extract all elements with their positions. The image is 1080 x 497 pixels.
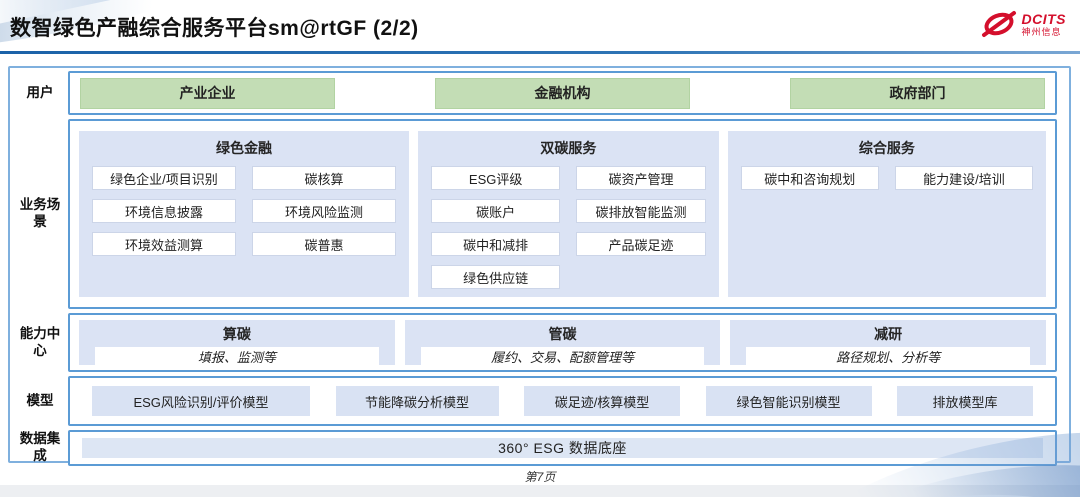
scenario-item: 碳资产管理 [576,166,706,190]
panel-title: 综合服务 [858,140,915,156]
scenario-item: 碳核算 [251,166,396,190]
scenarios-row-label: 业务场景 [19,197,61,229]
model-chip: 排放模型库 [897,386,1033,416]
capability-title: 管碳 [548,326,577,342]
scenario-item: ESG评级 [430,166,561,190]
user-chip-industry: 产业企业 [80,77,335,109]
users-row: 用户 产业企业 金融机构 政府部门 [12,71,1057,115]
scenario-item: 碳账户 [430,199,561,223]
panel-comprehensive-services: 综合服务 碳中和咨询规划 能力建设/培训 [727,131,1046,297]
model-chip: 绿色智能识别模型 [705,386,872,416]
panel-green-finance: 绿色金融 绿色企业/项目识别 碳核算 环境信息披露 环境风险监测 环境效益测算 … [79,131,409,297]
capability-row-label: 能力中心 [19,325,61,358]
scenario-item: 环境效益测算 [92,232,236,256]
capability-desc: 填报、监测等 [95,347,379,366]
scenario-item: 绿色企业/项目识别 [92,166,236,190]
capability-title: 算碳 [222,326,251,342]
company-logo: DCITS 神州信息 [981,10,1067,38]
data-row-label: 数据集成 [19,431,61,463]
models-row-label: 模型 [26,392,54,408]
users-row-label: 用户 [26,84,54,100]
scenarios-row: 业务场景 绿色金融 绿色企业/项目识别 碳核算 环境信息披露 环境风险监测 环境… [12,119,1057,309]
esg-data-base-chip: 360° ESG 数据底座 [82,438,1043,458]
panel-grid: 碳中和咨询规划 能力建设/培训 [738,166,1036,190]
models-row: 模型 ESG风险识别/评价模型 节能降碳分析模型 碳足迹/核算模型 绿色智能识别… [12,376,1057,426]
scenario-item: 环境风险监测 [251,199,396,223]
scenario-item: 碳排放智能监测 [576,199,706,223]
slide-header: 数智绿色产融综合服务平台sm@rtGF (2/2) DCITS 神州信息 [0,0,1080,54]
dcits-swirl-icon [981,11,1016,37]
capability-manage-carbon: 管碳 履约、交易、配额管理等 [404,320,721,366]
users-container: 产业企业 金融机构 政府部门 [68,71,1057,115]
panel-title: 双碳服务 [540,140,597,156]
page-number: 第7页 [524,470,556,484]
logo-brand-text: DCITS [1021,10,1066,27]
user-chip-government: 政府部门 [790,77,1045,109]
capability-reduce-research: 减研 路径规划、分析等 [730,320,1047,366]
data-integration-row: 数据集成 360° ESG 数据底座 [12,430,1057,466]
model-chip: 碳足迹/核算模型 [524,386,680,416]
data-integration-container: 360° ESG 数据底座 [68,430,1057,466]
scenario-item: 绿色供应链 [430,265,561,289]
scenario-item: 碳中和咨询规划 [740,166,879,190]
architecture-diagram-frame: 用户 产业企业 金融机构 政府部门 业务场景 绿色金融 绿色企业/项目识别 碳核… [8,66,1071,466]
model-chip: 节能降碳分析模型 [335,386,499,416]
panel-title: 绿色金融 [215,140,272,156]
models-container: ESG风险识别/评价模型 节能降碳分析模型 碳足迹/核算模型 绿色智能识别模型 … [68,376,1057,426]
model-chip: ESG风险识别/评价模型 [92,386,310,416]
scenario-item: 能力建设/培训 [894,166,1033,190]
bottom-band-decoration [0,485,1080,497]
corner-swoosh-decoration [750,427,1080,497]
scenarios-container: 绿色金融 绿色企业/项目识别 碳核算 环境信息披露 环境风险监测 环境效益测算 … [68,119,1057,309]
panel-grid: 绿色企业/项目识别 碳核算 环境信息披露 环境风险监测 环境效益测算 碳普惠 [89,166,399,256]
user-chip-finance: 金融机构 [435,77,690,109]
capability-calc-carbon: 算碳 填报、监测等 [79,320,395,366]
capability-row: 能力中心 算碳 填报、监测等 管碳 履约、交易、配额管理等 减研 路径规划、分析… [12,313,1057,372]
title-divider [0,51,1080,54]
capability-desc: 路径规划、分析等 [746,347,1031,366]
capability-desc: 履约、交易、配额管理等 [420,347,705,366]
panel-grid: ESG评级 碳资产管理 碳账户 碳排放智能监测 碳中和减排 产品碳足迹 绿色供应… [428,166,709,289]
logo-company-text: 神州信息 [1021,26,1062,37]
capability-container: 算碳 填报、监测等 管碳 履约、交易、配额管理等 减研 路径规划、分析等 [68,313,1057,372]
scenario-item: 环境信息披露 [92,199,236,223]
scenario-item: 产品碳足迹 [576,232,706,256]
panel-dual-carbon-services: 双碳服务 ESG评级 碳资产管理 碳账户 碳排放智能监测 碳中和减排 产品碳足迹… [417,131,719,297]
page-title: 数智绿色产融综合服务平台sm@rtGF (2/2) [10,17,419,40]
capability-title: 减研 [874,326,903,342]
scenario-item: 碳中和减排 [430,232,561,256]
scenario-item: 碳普惠 [251,232,396,256]
